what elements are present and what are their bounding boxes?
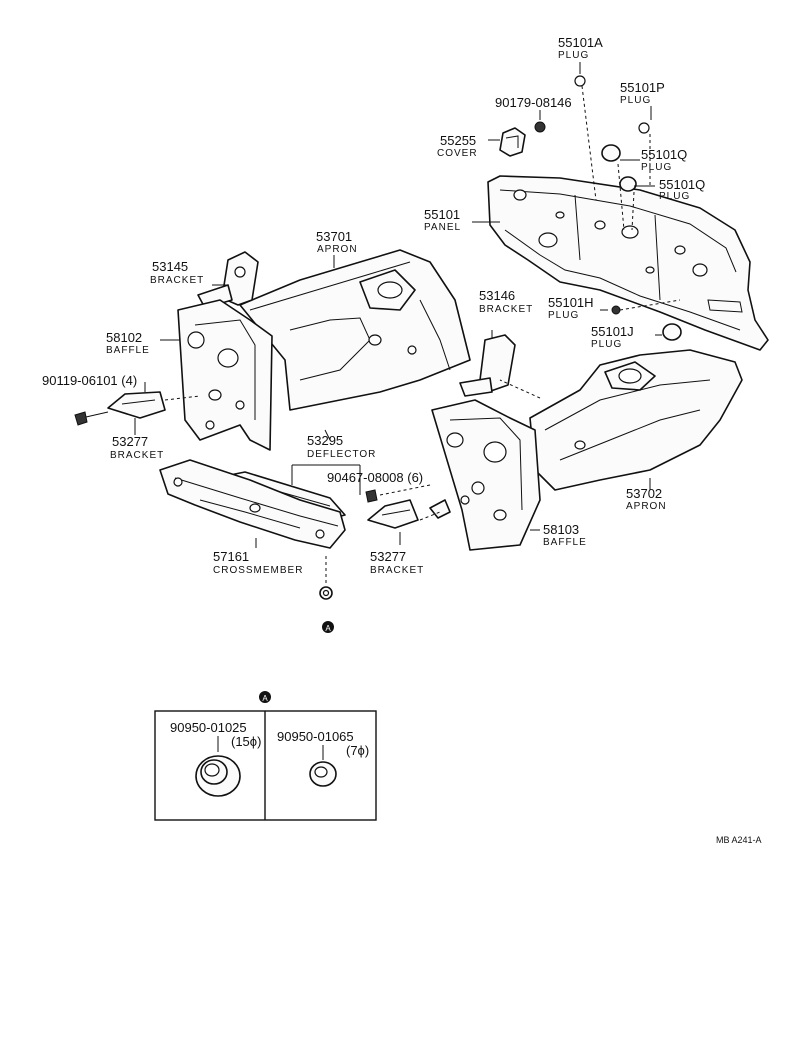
callout-53146: 53146 BRACKET [479,288,533,315]
leader-lines [134,62,681,586]
callout-55101J: 55101J PLUG [591,324,634,350]
callout-55101P: 55101P PLUG [620,80,665,106]
dash-panel-part [487,175,769,351]
callout-55101H: 55101H PLUG [548,295,594,321]
svg-text:APRON: APRON [317,244,358,255]
svg-text:90179-08146: 90179-08146 [495,95,572,110]
svg-text:PLUG: PLUG [641,162,672,173]
svg-text:55255: 55255 [440,133,476,148]
svg-text:DEFLECTOR: DEFLECTOR [307,449,376,460]
callout-53702: 53702 APRON [626,486,667,512]
svg-text:BRACKET: BRACKET [150,275,204,286]
svg-text:(15ϕ): (15ϕ) [231,734,261,749]
svg-text:PLUG: PLUG [659,191,690,202]
baffle-58103-part [431,399,541,551]
baffle-58102-part [177,299,273,451]
grommet-part [319,586,333,600]
callout-55101Q-lower: 55101Q PLUG [659,177,705,202]
svg-text:53295: 53295 [307,433,343,448]
apron-left-part [239,249,471,411]
apron-right-part [529,349,743,491]
svg-text:PLUG: PLUG [591,339,622,350]
svg-text:BRACKET: BRACKET [370,565,424,576]
svg-text:55101H: 55101H [548,295,594,310]
svg-text:A: A [262,694,268,703]
callout-55101Q-upper: 55101Q PLUG [641,147,687,173]
callout-53295: 53295 DEFLECTOR [307,433,376,460]
callout-55255: 55255 COVER [437,133,478,159]
svg-text:BAFFLE: BAFFLE [543,537,587,548]
detail-box [154,710,377,821]
crossmember-part [159,459,346,549]
cover-part [499,127,526,157]
svg-text:APRON: APRON [626,501,667,512]
callout-57161: 57161 CROSSMEMBER [213,549,303,576]
svg-text:55101Q: 55101Q [659,177,705,192]
svg-text:57161: 57161 [213,549,249,564]
svg-text:90119-06101 (4): 90119-06101 (4) [42,373,137,388]
svg-text:55101J: 55101J [591,324,634,339]
callout-55101: 55101 PANEL [424,207,461,233]
svg-text:(7ϕ): (7ϕ) [346,743,369,758]
svg-text:58102: 58102 [106,330,142,345]
detail-right-grommet: 90950-01065 (7ϕ) [277,729,369,787]
callout-53701: 53701 APRON [316,229,358,255]
bracket-53277-right-part [367,499,451,529]
callout-90119: 90119-06101 (4) [42,373,137,388]
svg-text:PLUG: PLUG [558,50,589,61]
svg-text:55101Q: 55101Q [641,147,687,162]
svg-text:90950-01025: 90950-01025 [170,720,247,735]
svg-text:55101: 55101 [424,207,460,222]
bracket-53146-part [459,334,516,397]
svg-text:BAFFLE: BAFFLE [106,345,150,356]
bolt-90467 [365,489,378,503]
svg-text:COVER: COVER [437,148,478,159]
bracket-53145-part [197,251,259,309]
svg-text:BRACKET: BRACKET [110,450,164,461]
bolt-90119 [74,411,109,426]
plug-parts [534,75,682,341]
svg-text:53146: 53146 [479,288,515,303]
callout-58103: 58103 BAFFLE [543,522,587,548]
svg-text:55101A: 55101A [558,35,603,50]
svg-text:PANEL: PANEL [424,222,461,233]
callout-53145: 53145 BRACKET [150,259,204,286]
callout-55101A: 55101A PLUG [558,35,603,61]
svg-text:BRACKET: BRACKET [479,304,533,315]
svg-text:90467-08008 (6): 90467-08008 (6) [327,470,423,485]
svg-text:A: A [325,624,331,633]
ref-marker-detail: A [259,691,271,703]
svg-text:PLUG: PLUG [548,310,579,321]
callout-58102: 58102 BAFFLE [106,330,150,356]
svg-text:CROSSMEMBER: CROSSMEMBER [213,565,303,576]
svg-text:90950-01065: 90950-01065 [277,729,354,744]
svg-text:55101P: 55101P [620,80,665,95]
ref-marker-main: A [322,621,334,633]
callout-90467: 90467-08008 (6) [327,470,423,485]
bracket-53277-left-part [107,391,166,419]
svg-text:53701: 53701 [316,229,352,244]
callout-53277-right: 53277 BRACKET [370,549,424,576]
callout-53277-left: 53277 BRACKET [110,434,164,461]
detail-left-grommet: 90950-01025 (15ϕ) [170,720,261,797]
svg-text:58103: 58103 [543,522,579,537]
svg-text:PLUG: PLUG [620,95,651,106]
svg-text:53145: 53145 [152,259,188,274]
svg-text:53277: 53277 [112,434,148,449]
callout-90179: 90179-08146 [495,95,572,110]
svg-text:53702: 53702 [626,486,662,501]
diagram-code: MB A241-A [716,835,762,845]
svg-text:53277: 53277 [370,549,406,564]
